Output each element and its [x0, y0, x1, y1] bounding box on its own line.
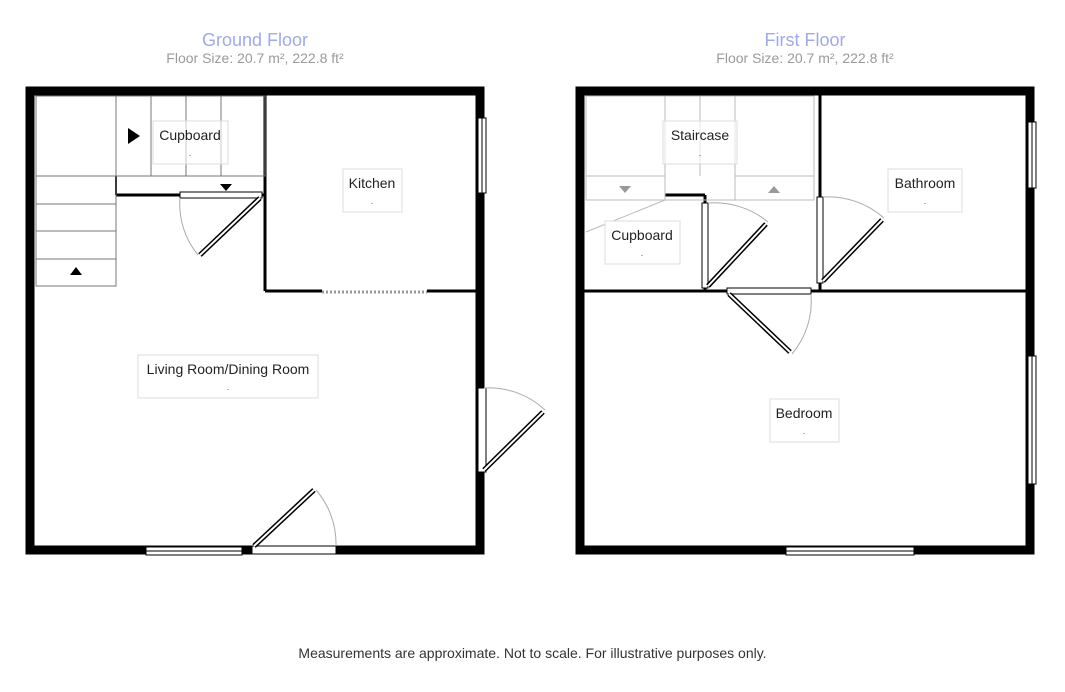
- label-bathroom: Bathroom .: [887, 168, 963, 213]
- stairs-up-arrow-2: [768, 186, 780, 193]
- room-dims: .: [699, 148, 702, 158]
- cupboard-door: [179, 191, 263, 257]
- room-name: Cupboard: [611, 227, 673, 243]
- room-name: Bathroom: [895, 175, 956, 191]
- stairs-down-arrow: [220, 184, 232, 191]
- label-ground-cupboard: Cupboard .: [152, 120, 229, 165]
- ground-floor-plan: Cupboard . Kitchen . Living Room/Dining …: [25, 86, 546, 556]
- first-floor-title: First Floor: [764, 30, 846, 50]
- room-name: Staircase: [671, 127, 730, 143]
- room-dims: .: [189, 148, 192, 158]
- cupboard-door-2: [701, 202, 769, 289]
- room-name: Living Room/Dining Room: [147, 361, 310, 377]
- room-dims: .: [371, 196, 374, 206]
- stairs-right-arrow: [128, 128, 140, 144]
- first-floor-size: Floor Size: 20.7 m², 222.8 ft²: [716, 50, 894, 66]
- stairs-down-arrow-2: [619, 186, 631, 193]
- room-dims: .: [803, 426, 806, 436]
- side-door: [477, 387, 546, 473]
- first-floor-plan: Staircase . Bathroom . Cupboard . Bedroo…: [575, 86, 1037, 556]
- label-bedroom: Bedroom .: [769, 398, 840, 443]
- stairs-up-arrow: [70, 267, 82, 275]
- ground-stairs: [35, 95, 266, 287]
- bedroom-door: [726, 287, 812, 355]
- room-dims: .: [924, 196, 927, 206]
- room-dims: .: [227, 382, 230, 392]
- first-outer-wall: [575, 86, 1035, 555]
- room-dims: .: [641, 248, 644, 258]
- disclaimer-footer: Measurements are approximate. Not to sca…: [298, 645, 767, 661]
- bathroom-door: [816, 196, 885, 284]
- label-staircase: Staircase .: [662, 120, 738, 165]
- label-living-room: Living Room/Dining Room .: [137, 354, 319, 399]
- ground-floor-size: Floor Size: 20.7 m², 222.8 ft²: [166, 50, 344, 66]
- ground-outer-wall: [25, 86, 485, 555]
- ground-floor-title: Ground Floor: [201, 30, 309, 50]
- room-name: Kitchen: [349, 175, 396, 191]
- room-name: Bedroom: [776, 405, 833, 421]
- label-first-cupboard: Cupboard .: [604, 220, 681, 265]
- room-name: Cupboard: [159, 127, 221, 143]
- label-kitchen: Kitchen .: [342, 168, 403, 213]
- front-door: [251, 488, 337, 555]
